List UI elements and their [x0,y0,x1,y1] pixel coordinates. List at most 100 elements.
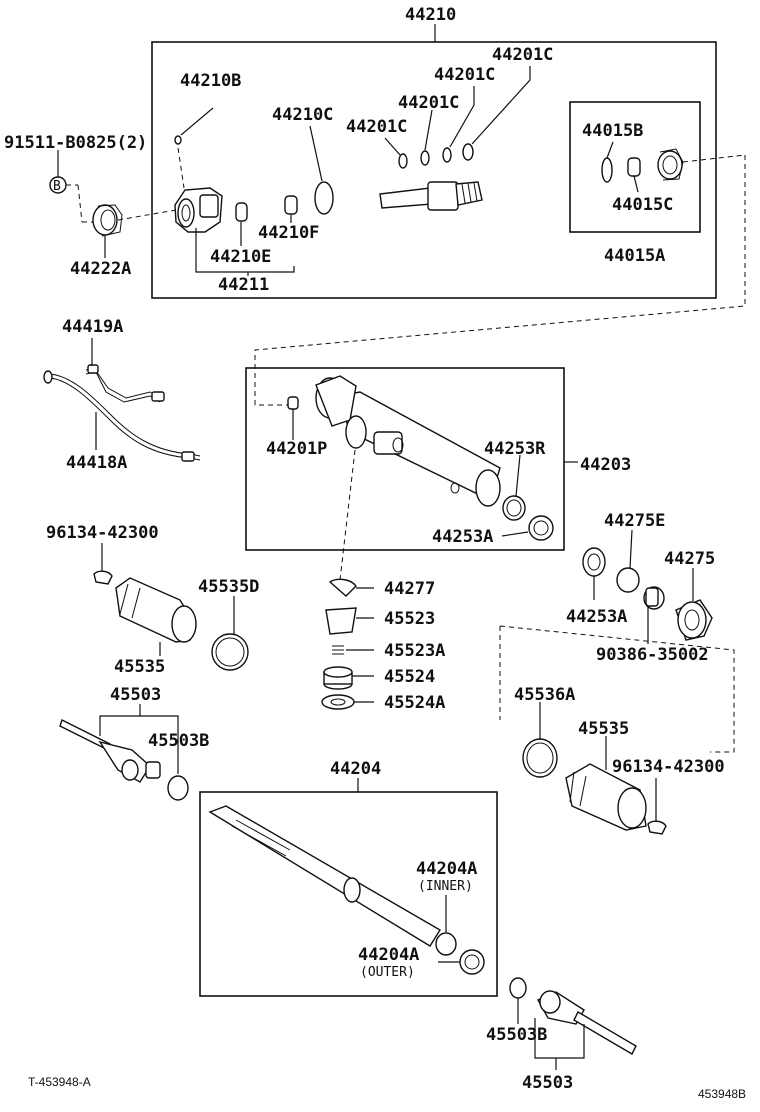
washer-45503B-left [167,775,189,801]
label-44419A: 44419A [62,317,123,337]
spring-45523A [332,645,344,655]
label-96134-left: 96134-42300 [46,523,159,543]
bushing-90386 [643,586,665,610]
label-45535D: 45535D [198,577,259,597]
seal-44222A [92,204,123,237]
label-44203: 44203 [580,455,631,475]
boot-45535-right [565,763,647,831]
label-44210B: 44210B [180,71,241,91]
ring-44015B [601,157,613,183]
label-44210: 44210 [405,5,456,25]
label-45523: 45523 [384,609,435,629]
label-44275: 44275 [664,549,715,569]
label-45524A: 45524A [384,693,445,713]
label-44201P: 44201P [266,439,327,459]
label-44210F: 44210F [258,223,319,243]
label-45503B-right: 45503B [486,1025,547,1045]
group-box-44203 [245,367,565,551]
label-44211: 44211 [218,275,269,295]
part-45523 [325,607,357,635]
group-box-44015 [569,101,701,233]
inner-tie-rod-right [537,990,637,1055]
clamp-45535D [211,633,249,671]
label-45523A: 45523A [384,641,445,661]
oring-44210C [314,181,334,215]
clamp-96134-left [93,570,113,585]
label-44204: 44204 [330,759,381,779]
part-labels: 44210 44210B 91511-B0825(2) B 44222A 442… [4,5,746,1101]
label-45524: 45524 [384,667,435,687]
clamp-96134-right [647,820,667,835]
label-45503-right: 45503 [522,1073,573,1093]
seal-44253A-top [528,515,554,541]
ring-44201C-a [398,153,408,169]
left-tie-rod-group [59,704,189,801]
nut-45524A [321,694,355,710]
bushing-44275 [675,599,713,641]
label-44253R: 44253R [484,439,546,459]
right-boot-group [499,529,735,835]
ring-44210E [235,202,248,222]
label-44204A-inner: 44204A [416,859,477,879]
right-tie-rod-group [509,977,637,1070]
note-outer: (OUTER) [360,965,415,980]
label-44277: 44277 [384,579,435,599]
bearing-44015 [657,148,684,181]
rack-guide-parts [321,578,374,710]
clamp-45536A [522,738,558,778]
plug-45524 [323,666,353,690]
group-box-44204 [199,791,498,997]
rack-housing [315,375,501,507]
rack-housing-group [245,367,578,551]
ring-44015C [627,157,641,177]
ring-44210F [284,195,298,215]
seal-44253A-right [582,547,606,577]
label-44015A: 44015A [604,246,665,266]
group-box-44210 [151,41,717,299]
label-44275E: 44275E [604,511,665,531]
label-44253A-top: 44253A [432,527,493,547]
label-44015B: 44015B [582,121,643,141]
label-44015C: 44015C [612,195,673,215]
label-B: B [53,179,61,194]
label-45536A: 45536A [514,685,575,705]
pinion-valve-group [49,24,746,299]
ring-44201C-b [420,150,430,166]
ring-44201C-d [462,143,474,161]
left-boot-group [93,543,249,671]
seal-44253R [502,495,526,521]
pinion-shaft [379,181,483,211]
washer-45503B-right [509,977,527,999]
label-45503-left: 45503 [110,685,161,705]
label-96134-right: 96134-42300 [612,757,725,777]
steering-rack [208,805,441,947]
pressure-tubes [43,364,201,462]
label-45535-left: 45535 [114,657,165,677]
label-45535-right: 45535 [578,719,629,739]
boot-45535-left [115,577,197,643]
label-44418A: 44418A [66,453,127,473]
ring-44275E [616,567,640,593]
note-inner: (INNER) [418,879,473,894]
label-45503B-left: 45503B [148,731,209,751]
valve-housing [174,135,223,233]
label-90386: 90386-35002 [596,645,709,665]
part-44277 [328,578,357,597]
plug-44201P [287,396,299,410]
label-44201C-4: 44201C [492,45,553,65]
label-44210C: 44210C [272,105,333,125]
label-44201C-1: 44201C [346,117,407,137]
label-44204A-outer: 44204A [358,945,419,965]
footer-diagram-code: T-453948-A [28,1075,91,1089]
label-44210E: 44210E [210,247,271,267]
ring-44201C-c [442,147,452,163]
label-44201C-3: 44201C [434,65,495,85]
label-44253A-right: 44253A [566,607,627,627]
bushing-44204A-inner [435,932,457,956]
label-44222A: 44222A [70,259,131,279]
steering-rack-group [199,778,498,997]
inner-tie-rod-left [59,719,161,783]
bushing-44204A-outer [459,949,485,975]
footer-illustration-number: 453948B [698,1087,746,1101]
